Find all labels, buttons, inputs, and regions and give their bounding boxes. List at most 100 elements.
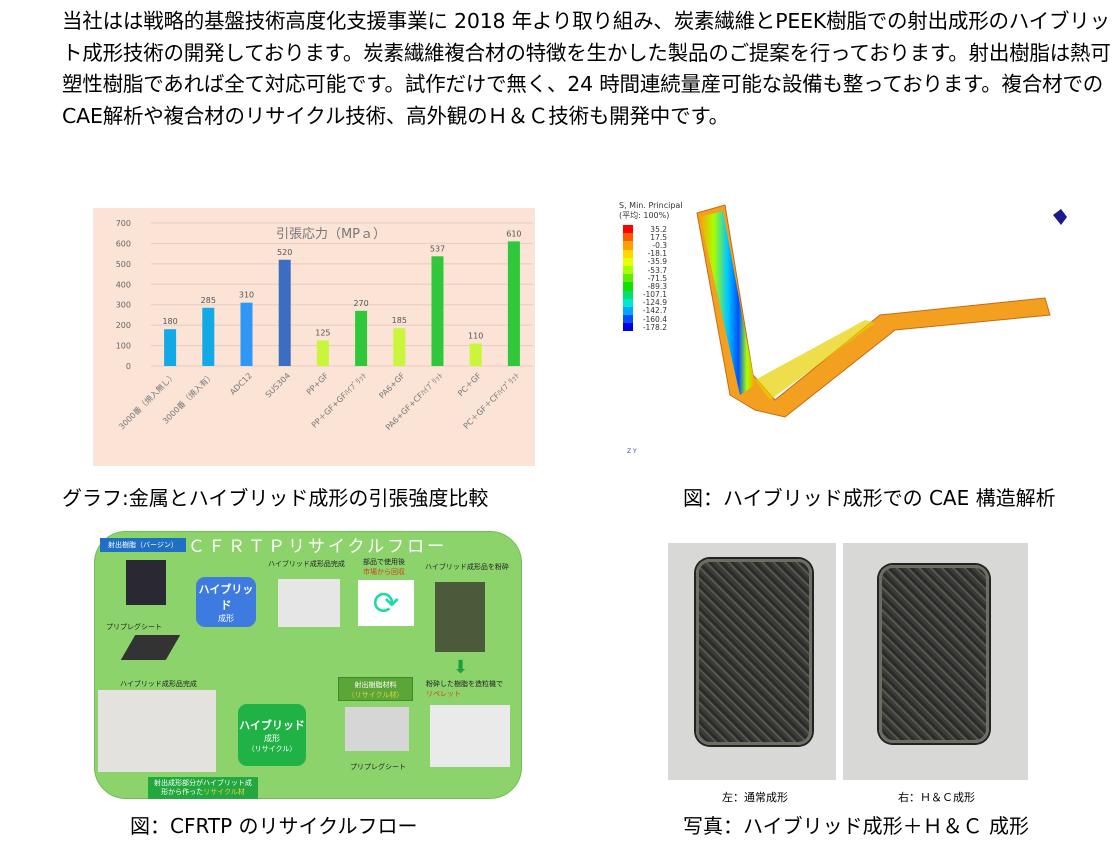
pelletizer-photo <box>430 705 510 767</box>
legend-swatch <box>623 233 633 242</box>
repellet-label: 粉砕した樹脂を造粒機でリペレット <box>426 680 503 698</box>
legend-entry: -0.3 <box>623 240 667 250</box>
legend-entry: 17.5 <box>623 232 667 242</box>
y-tick-label: 500 <box>116 260 131 269</box>
bar <box>431 256 444 366</box>
legend-value: -71.5 <box>647 273 667 283</box>
legend-entry: -178.2 <box>623 322 667 332</box>
legend-swatch <box>623 306 633 316</box>
data-label: 270 <box>353 299 368 308</box>
legend-entry: -142.7 <box>623 306 667 316</box>
down-arrow-icon: ⬇ <box>453 657 469 678</box>
bar <box>164 329 177 366</box>
hybrid-recycle-molding-box: ハイブリッド成形（リサイクル） <box>238 704 306 766</box>
legend-entry: -18.1 <box>623 249 667 259</box>
legend-swatch <box>623 225 633 234</box>
recycle-material-box: 射出樹脂材料（リサイクル材） <box>338 677 413 701</box>
y-tick-label: 0 <box>126 362 131 371</box>
data-label: 520 <box>277 248 292 257</box>
done-label-1: ハイブリッド成形品完成 <box>268 560 345 568</box>
bar <box>278 259 291 366</box>
bar <box>469 343 482 366</box>
done-label-2: ハイブリッド成形品完成 <box>120 680 197 688</box>
legend-entry: -124.9 <box>623 298 667 308</box>
virgin-resin-label: 射出樹脂（バージン） <box>100 538 186 552</box>
x-tick-label: SUS304 <box>264 371 292 399</box>
cae-legend-title: S, Min. Principal <box>619 201 683 210</box>
legend-value: -160.4 <box>642 314 667 324</box>
legend-entry: -107.1 <box>623 290 667 300</box>
recycle-icon: ⟳ <box>358 580 414 626</box>
legend-value: -35.9 <box>647 257 667 267</box>
legend-swatch <box>623 323 633 332</box>
right-photo-label: 右：Ｈ＆Ｃ成形 <box>898 791 975 804</box>
legend-entry: 35.2 <box>623 224 667 234</box>
bar <box>355 310 368 366</box>
legend-entry: -160.4 <box>623 314 667 324</box>
cae-part-render: Z Y <box>627 204 1067 455</box>
data-label: 110 <box>468 332 483 341</box>
x-tick-label: PC＋GF <box>456 371 483 398</box>
left-photo-label: 左：通常成形 <box>722 791 788 804</box>
y-tick-label: 700 <box>116 219 131 228</box>
legend-value: -89.3 <box>647 281 667 291</box>
recycle-flow-diagram: ＣＦＲＴＰリサイクルフロー 射出樹脂（バージン） プリプレグシート ハイブリッド… <box>88 527 528 802</box>
note-box: 射出成形部分がハイブリット成形から作ったリサイクル材 <box>148 777 258 799</box>
legend-swatch <box>623 282 633 291</box>
data-label: 310 <box>239 291 254 300</box>
crush-label: ハイブリッド成形品を粉砕 <box>425 563 509 571</box>
legend-entry: -35.9 <box>623 257 667 267</box>
legend-swatch <box>623 257 633 266</box>
legend-swatch <box>623 315 633 324</box>
photo-caption: 写真：ハイブリッド成形＋Ｈ＆Ｃ 成形 <box>683 814 1029 838</box>
legend-swatch <box>623 274 633 283</box>
legend-swatch <box>623 241 633 250</box>
legend-swatch <box>623 265 633 275</box>
legend-value: -107.1 <box>642 290 667 300</box>
legend-value: -0.3 <box>652 240 667 250</box>
chart-title: 引張応力（MPａ） <box>276 227 386 242</box>
legend-entry: -53.7 <box>623 265 667 275</box>
x-tick-label: PA6+GF <box>377 371 407 401</box>
used-label: 部品で使用後市場から回収 <box>363 558 405 576</box>
legend-value: 17.5 <box>650 232 667 242</box>
recycled-part-photo <box>98 690 216 772</box>
flow-title: ＣＦＲＴＰリサイクルフロー <box>188 537 448 557</box>
part-photo <box>278 579 340 627</box>
prepreg-label-1: プリプレグシート <box>106 623 162 631</box>
bar <box>240 302 253 366</box>
data-label: 537 <box>430 244 445 253</box>
svg-text:Z Y: Z Y <box>627 448 637 455</box>
normal-molding-photo <box>668 543 836 780</box>
legend-value: -53.7 <box>647 265 667 275</box>
legend-value: -124.9 <box>642 298 667 308</box>
legend-swatch <box>623 290 633 299</box>
intro-paragraph: 当社はは戦略的基盤技術高度化支援事業に 2018 年より取り組み、炭素繊維とPE… <box>62 9 1111 128</box>
legend-value: -142.7 <box>642 306 667 316</box>
hc-molding-photo <box>843 543 1028 780</box>
x-tick-label: PP+GF <box>305 371 331 397</box>
prepreg-label-2: プリプレグシート <box>350 763 406 771</box>
legend-entry: -71.5 <box>623 273 667 283</box>
legend-value: 35.2 <box>650 224 667 234</box>
crusher-photo <box>435 582 485 652</box>
bar <box>507 241 520 366</box>
legend-swatch <box>623 298 633 307</box>
data-label: 180 <box>162 317 177 326</box>
data-label: 610 <box>506 229 521 238</box>
bar <box>393 328 406 366</box>
data-label: 185 <box>392 316 407 325</box>
y-tick-label: 300 <box>116 301 131 310</box>
cae-legend-subtitle: (平均: 100%) <box>619 211 670 220</box>
legend-value: -18.1 <box>647 249 667 259</box>
y-tick-label: 100 <box>116 342 131 351</box>
recycled-pellets-photo <box>345 707 409 751</box>
data-label: 285 <box>201 296 216 305</box>
legend-value: -178.2 <box>642 322 667 332</box>
y-tick-label: 400 <box>116 280 131 289</box>
chart-caption: グラフ:金属とハイブリッド成形の引張強度比較 <box>62 486 489 510</box>
cae-caption: 図：ハイブリッド成形での CAE 構造解析 <box>683 486 1056 510</box>
